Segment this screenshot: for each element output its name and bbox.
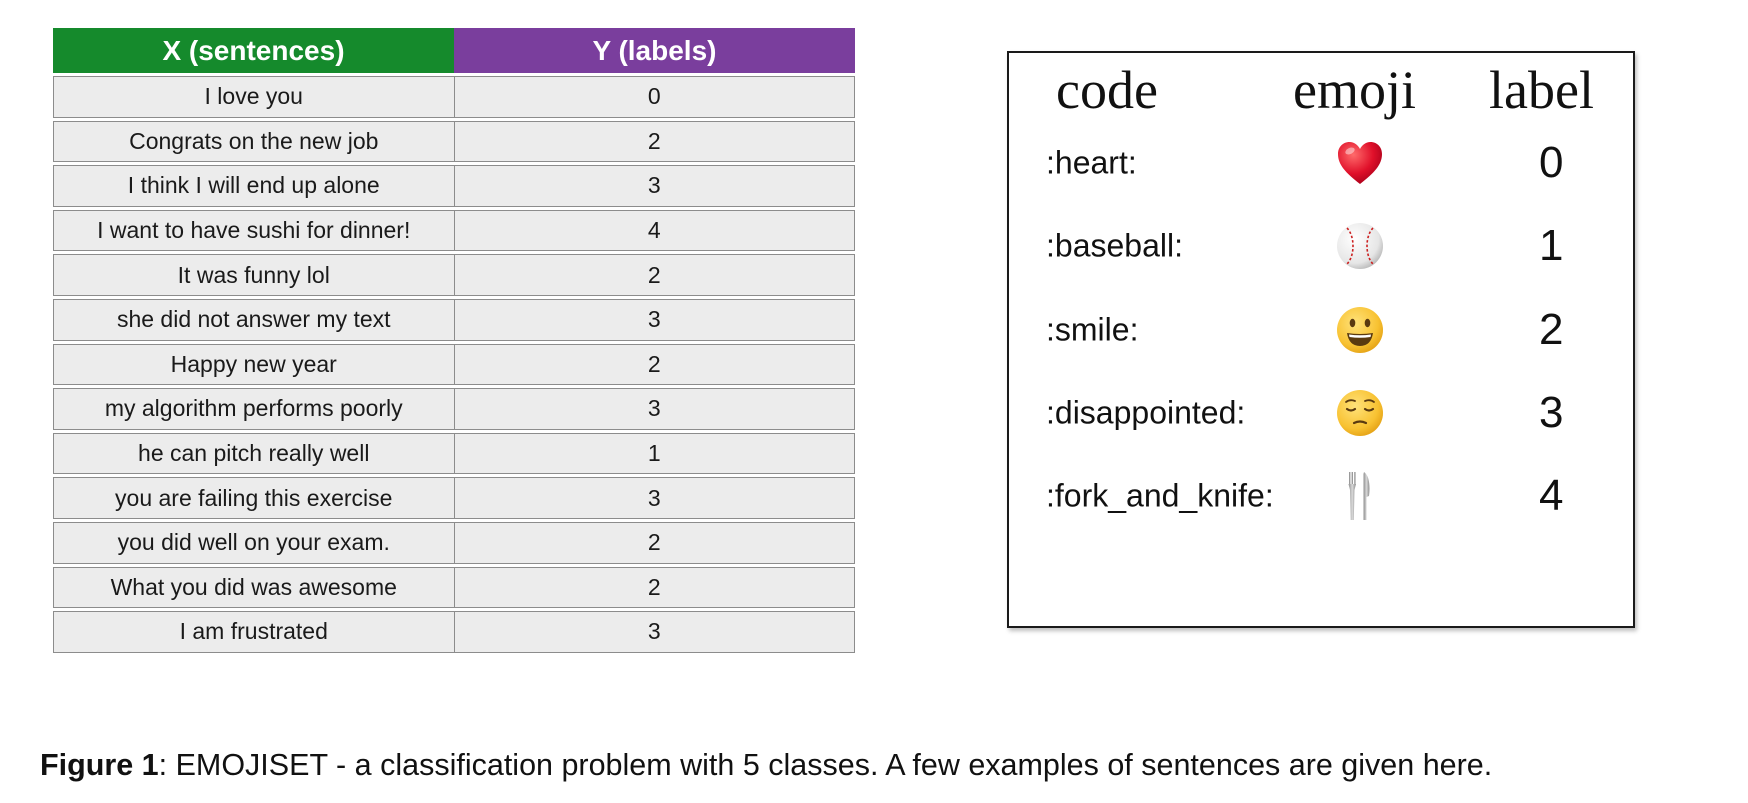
sentence-cell: I want to have sushi for dinner! [53, 209, 455, 252]
sentence-cell: I think I will end up alone [53, 165, 455, 207]
figure-label: Figure 1 [40, 748, 159, 782]
header-x-sentences: X (sentences) [53, 28, 454, 73]
sentence-cell: I am frustrated [53, 611, 455, 653]
label-cell: 0 [454, 76, 855, 118]
emoji-code: :heart: [1046, 144, 1137, 181]
emoji-code-map: code emoji label :heart: 0 :baseball: 1 :smi… [1007, 51, 1635, 628]
label-cell: 4 [454, 209, 855, 252]
emoji-label: 2 [1539, 305, 1564, 354]
emoji-row: :fork_and_knife: 4 [1009, 466, 1633, 526]
emoji-row: :disappointed: 3 [1009, 383, 1633, 443]
label-cell: 2 [454, 120, 855, 163]
label-cell: 2 [454, 521, 855, 564]
label-cell: 3 [454, 298, 855, 341]
emoji-row: :smile: 2 [1009, 300, 1633, 360]
emoji-row: :heart: 0 [1009, 133, 1633, 193]
disappointed-icon [1334, 387, 1386, 439]
label-cell: 2 [454, 343, 855, 386]
emoji-code: :disappointed: [1046, 394, 1246, 431]
caption-text: : EMOJISET - a classification problem wi… [158, 748, 1493, 782]
sentence-cell: you are failing this exercise [53, 477, 455, 519]
label-cell: 3 [454, 477, 855, 519]
sentence-cell: I love you [53, 76, 455, 118]
label-cell: 3 [454, 165, 855, 207]
emoji-code: :fork_and_knife: [1046, 477, 1274, 514]
emoji-row: :baseball: 1 [1009, 216, 1633, 276]
emoji-label: 0 [1539, 138, 1564, 187]
header-code: code [1056, 60, 1158, 120]
label-cell: 1 [454, 432, 855, 475]
sentence-cell: he can pitch really well [53, 432, 455, 475]
fork-and-knife-icon [1334, 470, 1386, 522]
emoji-label: 1 [1539, 221, 1564, 270]
sentence-cell: she did not answer my text [53, 298, 455, 341]
header-emoji: emoji [1293, 60, 1416, 120]
header-y-labels: Y (labels) [454, 28, 855, 73]
emoji-code: :smile: [1046, 311, 1139, 348]
heart-icon [1334, 137, 1386, 189]
sentence-cell: What you did was awesome [53, 566, 455, 609]
label-cell: 3 [454, 388, 855, 430]
sentence-cell: It was funny lol [53, 254, 455, 296]
sentence-cell: Happy new year [53, 343, 455, 386]
sentence-cell: my algorithm performs poorly [53, 388, 455, 430]
baseball-icon [1334, 220, 1386, 272]
emoji-code: :baseball: [1046, 227, 1183, 264]
label-cell: 2 [454, 254, 855, 296]
header-label: label [1489, 60, 1594, 120]
label-cell: 3 [454, 611, 855, 653]
table-header: X (sentences) Y (labels) [53, 28, 855, 73]
sentence-cell: Congrats on the new job [53, 120, 455, 163]
emoji-label: 3 [1539, 388, 1564, 437]
table-row: you did well on your exam.2 [53, 519, 855, 564]
sentence-cell: you did well on your exam. [53, 521, 455, 564]
emoji-label: 4 [1539, 471, 1564, 520]
figure-caption: Figure 1: EMOJISET - a classification pr… [40, 748, 1492, 783]
label-cell: 2 [454, 566, 855, 609]
smile-icon [1334, 304, 1386, 356]
table-row: I want to have sushi for dinner!4 [53, 207, 855, 252]
